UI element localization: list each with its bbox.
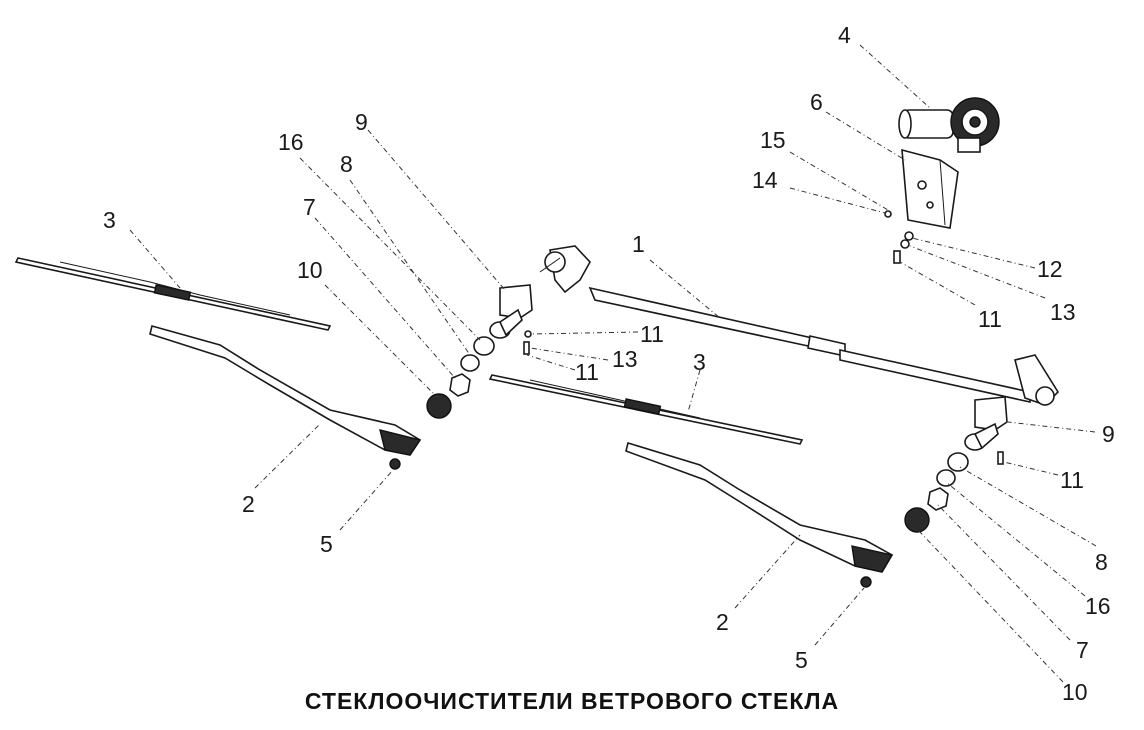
nut-left bbox=[389, 458, 401, 470]
pivot-fastener-right bbox=[997, 451, 1004, 465]
pivot-housing-right bbox=[964, 396, 1008, 451]
wiper-blade-right bbox=[488, 374, 804, 445]
callout-11: 11 bbox=[575, 359, 599, 385]
callout-1: 1 bbox=[632, 231, 645, 257]
callout-2: 2 bbox=[242, 491, 255, 517]
callout-11: 11 bbox=[978, 306, 1002, 332]
callout-5: 5 bbox=[795, 647, 808, 673]
pivot-housing-left bbox=[489, 284, 533, 339]
callout-14: 14 bbox=[752, 167, 778, 193]
diagram-caption: СТЕКЛООЧИСТИТЕЛИ ВЕТРОВОГО СТЕКЛА bbox=[304, 688, 840, 714]
callout-7: 7 bbox=[303, 194, 316, 220]
motor-bracket bbox=[901, 148, 959, 229]
callout-10: 10 bbox=[297, 257, 323, 283]
callout-16: 16 bbox=[1085, 593, 1111, 619]
wiper-arm-right bbox=[625, 441, 894, 573]
callout-5: 5 bbox=[320, 531, 333, 557]
pivot-fasteners-left bbox=[523, 330, 532, 355]
callout-10: 10 bbox=[1062, 679, 1088, 705]
callout-11: 11 bbox=[1060, 467, 1084, 493]
wiper-blade-left bbox=[14, 257, 332, 331]
callout-6: 6 bbox=[810, 89, 823, 115]
callout-3: 3 bbox=[693, 349, 706, 375]
callout-13: 13 bbox=[612, 346, 638, 372]
callout-2: 2 bbox=[716, 609, 729, 635]
callout-labels: 4 6 15 14 12 13 11 1 9 16 8 7 10 3 11 13… bbox=[103, 22, 1115, 705]
callout-13: 13 bbox=[1050, 299, 1076, 325]
callout-7: 7 bbox=[1076, 637, 1089, 663]
callout-8: 8 bbox=[1095, 549, 1108, 575]
pivot-washers-left bbox=[426, 336, 495, 419]
wiper-arm-left bbox=[149, 325, 422, 456]
callout-15: 15 bbox=[760, 127, 786, 153]
pivot-washers-right bbox=[904, 452, 969, 533]
wiper-motor bbox=[898, 97, 1000, 153]
nut-right bbox=[860, 576, 872, 588]
callout-9: 9 bbox=[1102, 421, 1115, 447]
callout-8: 8 bbox=[340, 151, 353, 177]
wiper-linkage bbox=[539, 245, 1060, 406]
callout-9: 9 bbox=[355, 109, 368, 135]
callout-12: 12 bbox=[1037, 256, 1063, 282]
callout-3: 3 bbox=[103, 207, 116, 233]
callout-16: 16 bbox=[278, 129, 304, 155]
leader-lines bbox=[129, 44, 1097, 683]
callout-11: 11 bbox=[640, 321, 664, 347]
callout-4: 4 bbox=[838, 22, 851, 48]
bracket-fasteners bbox=[884, 210, 914, 264]
